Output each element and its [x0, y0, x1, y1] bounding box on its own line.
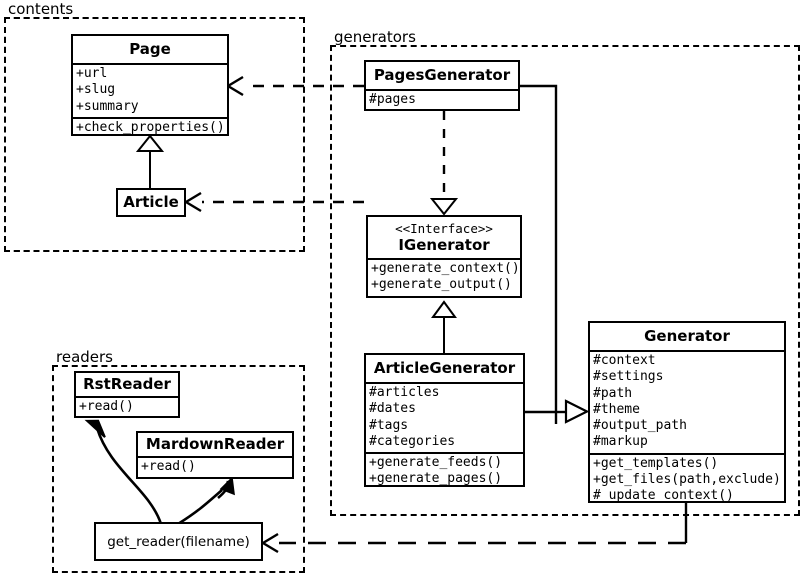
- attribute: #categories: [369, 433, 456, 449]
- attribute: #articles: [369, 385, 440, 400]
- package-contents-label: contents: [6, 0, 76, 18]
- method: +get_templates(): [593, 455, 719, 471]
- class-page-methods: +check_properties(): [73, 119, 227, 138]
- class-articlegenerator-title: ArticleGenerator: [373, 359, 516, 377]
- divider: [368, 258, 520, 260]
- class-article[interactable]: Article: [116, 188, 186, 217]
- attribute: #markup: [593, 434, 648, 450]
- class-articlegenerator-attributes: #articles #dates #tags #categories: [366, 384, 523, 452]
- class-pagesgenerator-attributes: #pages: [366, 91, 518, 110]
- class-rstreader-title: RstReader: [83, 375, 171, 393]
- class-article-title: Article: [123, 193, 179, 211]
- package-readers-label: readers: [54, 348, 115, 366]
- package-generators: [330, 45, 800, 516]
- attribute: #dates: [369, 401, 416, 417]
- method: +generate_feeds(): [369, 455, 503, 471]
- class-generator-methods: +get_templates() +get_files(path,exclude…: [590, 455, 784, 507]
- class-igenerator[interactable]: <<Interface>> IGenerator +generate_conte…: [366, 215, 522, 298]
- function-get-reader-label: get_reader(filename): [107, 533, 250, 550]
- class-generator[interactable]: Generator #context #settings #path #them…: [588, 321, 786, 503]
- function-get-reader[interactable]: get_reader(filename): [94, 522, 263, 561]
- attribute: #pages: [369, 92, 416, 107]
- class-generator-title: Generator: [644, 327, 730, 345]
- divider: [76, 396, 178, 398]
- class-rstreader[interactable]: RstReader +read(): [74, 371, 180, 418]
- class-generator-attributes: #context #settings #path #theme #output_…: [590, 352, 784, 453]
- class-igenerator-stereotype: <<Interface>>: [395, 221, 493, 236]
- attribute: #theme: [593, 401, 640, 417]
- attribute: +summary: [76, 98, 139, 114]
- attribute: #tags: [369, 417, 409, 433]
- method: +check_properties(): [76, 119, 225, 135]
- divider: [366, 89, 518, 91]
- class-articlegenerator-methods: +generate_feeds() +generate_pages(): [366, 454, 523, 490]
- method: +generate_context(): [371, 261, 520, 276]
- divider: [138, 456, 292, 458]
- attribute: #output_path: [593, 418, 687, 434]
- package-contents-dashdot-overlay: [4, 17, 305, 252]
- attribute: #context: [593, 353, 656, 368]
- class-igenerator-name: IGenerator: [398, 236, 490, 254]
- divider: [366, 382, 523, 384]
- method: +generate_output(): [371, 277, 512, 293]
- class-page-title: Page: [129, 40, 171, 58]
- package-generators-label: generators: [332, 28, 418, 46]
- class-mardownreader-title: MardownReader: [145, 435, 285, 453]
- class-pagesgenerator[interactable]: PagesGenerator #pages: [364, 60, 520, 111]
- divider: [590, 350, 784, 352]
- class-mardownreader[interactable]: MardownReader +read(): [136, 431, 294, 479]
- method: +generate_pages(): [369, 471, 503, 487]
- divider: [366, 452, 523, 455]
- divider: [73, 63, 227, 65]
- class-igenerator-methods: +generate_context() +generate_output(): [368, 260, 520, 296]
- class-mardownreader-methods: +read(): [138, 458, 292, 477]
- class-page-attributes: +url +slug +summary: [73, 65, 227, 117]
- divider: [590, 452, 784, 455]
- divider: [73, 116, 227, 119]
- method: +read(): [79, 399, 134, 414]
- attribute: +url: [76, 66, 108, 81]
- method: +read(): [141, 459, 196, 474]
- class-page[interactable]: Page +url +slug +summary +check_properti…: [71, 34, 229, 136]
- class-articlegenerator[interactable]: ArticleGenerator #articles #dates #tags …: [364, 353, 525, 487]
- attribute: +slug: [76, 82, 116, 98]
- method: +get_files(path,exclude): [593, 472, 781, 488]
- attribute: #path: [593, 385, 633, 401]
- method: #_update_context(): [593, 488, 734, 504]
- class-pagesgenerator-title: PagesGenerator: [373, 66, 511, 84]
- class-igenerator-title: <<Interface>> IGenerator: [368, 217, 520, 258]
- class-rstreader-methods: +read(): [76, 398, 178, 417]
- attribute: #settings: [593, 369, 664, 385]
- package-readers: [52, 365, 305, 573]
